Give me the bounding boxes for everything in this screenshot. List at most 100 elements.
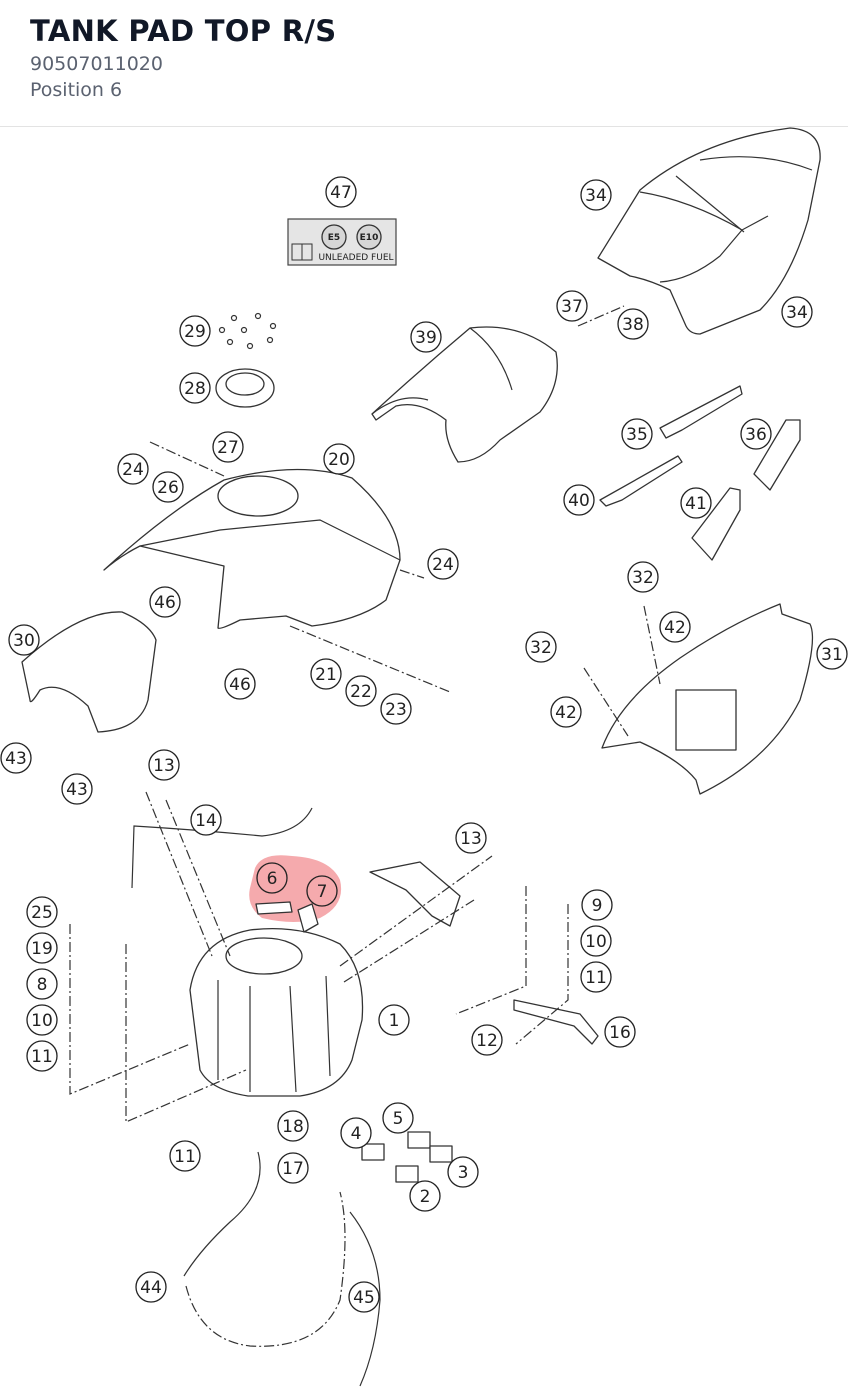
callout-circle — [8, 624, 40, 656]
callout-6[interactable]: 6 — [256, 862, 288, 894]
callout-8[interactable]: 8 — [26, 968, 58, 1000]
callout-22[interactable]: 22 — [345, 675, 377, 707]
callout-circle — [26, 896, 58, 928]
callout-18[interactable]: 18 — [277, 1110, 309, 1142]
fuel-tank — [189, 927, 364, 1097]
callout-25[interactable]: 25 — [26, 896, 58, 928]
callout-12[interactable]: 12 — [471, 1024, 503, 1056]
callout-16[interactable]: 16 — [604, 1016, 636, 1048]
callout-45[interactable]: 45 — [348, 1281, 380, 1313]
callout-11[interactable]: 11 — [580, 961, 612, 993]
callout-42[interactable]: 42 — [550, 696, 582, 728]
callout-number: 28 — [184, 379, 206, 399]
callout-number: 11 — [31, 1047, 53, 1067]
callout-39[interactable]: 39 — [410, 321, 442, 353]
callout-19[interactable]: 19 — [26, 932, 58, 964]
assembly-lines — [69, 305, 661, 1123]
callout-number: 37 — [561, 297, 583, 317]
callout-26[interactable]: 26 — [152, 471, 184, 503]
callout-circle — [224, 668, 256, 700]
callout-number: 27 — [217, 438, 239, 458]
tank-cable — [131, 807, 313, 889]
callout-10[interactable]: 10 — [580, 925, 612, 957]
label-e5: E5 — [328, 233, 340, 243]
callout-11[interactable]: 11 — [26, 1040, 58, 1072]
callout-32[interactable]: 32 — [627, 561, 659, 593]
bracket — [513, 999, 599, 1045]
callout-20[interactable]: 20 — [323, 443, 355, 475]
callout-13[interactable]: 13 — [455, 822, 487, 854]
callout-44[interactable]: 44 — [135, 1271, 167, 1303]
callout-40[interactable]: 40 — [563, 484, 595, 516]
callout-number: 10 — [585, 932, 607, 952]
callout-43[interactable]: 43 — [61, 773, 93, 805]
callout-7[interactable]: 7 — [306, 875, 338, 907]
side-trims — [599, 385, 801, 561]
callout-circle — [550, 696, 582, 728]
callout-36[interactable]: 36 — [740, 418, 772, 450]
callout-46[interactable]: 46 — [224, 668, 256, 700]
callout-14[interactable]: 14 — [190, 804, 222, 836]
callout-circle — [348, 1281, 380, 1313]
callout-35[interactable]: 35 — [621, 418, 653, 450]
callout-circle — [604, 1016, 636, 1048]
callout-circle — [323, 443, 355, 475]
fuel-cap — [215, 368, 275, 408]
callout-circle — [212, 431, 244, 463]
callout-circle — [659, 611, 691, 643]
callout-30[interactable]: 30 — [8, 624, 40, 656]
callout-29[interactable]: 29 — [179, 315, 211, 347]
label-e10: E10 — [360, 233, 379, 243]
callout-circle — [277, 1152, 309, 1184]
callout-34[interactable]: 34 — [781, 296, 813, 328]
callout-circle — [256, 862, 288, 894]
callout-13[interactable]: 13 — [148, 749, 180, 781]
callout-41[interactable]: 41 — [680, 487, 712, 519]
callout-46[interactable]: 46 — [149, 586, 181, 618]
callout-1[interactable]: 1 — [378, 1004, 410, 1036]
fuel-label-plate: E5 E10 UNLEADED FUEL — [287, 218, 397, 266]
callout-24[interactable]: 24 — [117, 453, 149, 485]
callout-24[interactable]: 24 — [427, 548, 459, 580]
callout-3[interactable]: 3 — [447, 1156, 479, 1188]
callout-circle — [345, 675, 377, 707]
callout-circle — [382, 1102, 414, 1134]
callout-number: 2 — [420, 1187, 431, 1207]
callout-10[interactable]: 10 — [26, 1004, 58, 1036]
callout-28[interactable]: 28 — [179, 372, 211, 404]
callout-circle — [680, 487, 712, 519]
callout-number: 11 — [585, 968, 607, 988]
callout-circle — [627, 561, 659, 593]
callout-17[interactable]: 17 — [277, 1152, 309, 1184]
callout-number: 4 — [351, 1124, 362, 1144]
callout-47[interactable]: 47 — [325, 176, 357, 208]
callout-circle — [378, 1004, 410, 1036]
callout-number: 16 — [609, 1023, 631, 1043]
callout-43[interactable]: 43 — [0, 742, 32, 774]
front-cover — [21, 611, 157, 733]
callout-32[interactable]: 32 — [525, 631, 557, 663]
callout-number: 32 — [530, 638, 552, 658]
callout-11[interactable]: 11 — [169, 1140, 201, 1172]
callout-42[interactable]: 42 — [659, 611, 691, 643]
callout-37[interactable]: 37 — [556, 290, 588, 322]
callout-38[interactable]: 38 — [617, 308, 649, 340]
callout-34[interactable]: 34 — [580, 179, 612, 211]
callout-circle — [447, 1156, 479, 1188]
callout-27[interactable]: 27 — [212, 431, 244, 463]
callout-9[interactable]: 9 — [581, 889, 613, 921]
callout-5[interactable]: 5 — [382, 1102, 414, 1134]
callout-number: 10 — [31, 1011, 53, 1031]
callout-number: 38 — [622, 315, 644, 335]
callout-2[interactable]: 2 — [409, 1180, 441, 1212]
callout-number: 46 — [229, 675, 251, 695]
callout-circle — [580, 925, 612, 957]
callout-21[interactable]: 21 — [310, 658, 342, 690]
callout-23[interactable]: 23 — [380, 693, 412, 725]
callout-number: 7 — [317, 882, 328, 902]
callout-circle — [410, 321, 442, 353]
callout-4[interactable]: 4 — [340, 1117, 372, 1149]
callout-circle — [617, 308, 649, 340]
part-title: TANK PAD TOP R/S — [30, 14, 337, 48]
callout-31[interactable]: 31 — [816, 638, 848, 670]
